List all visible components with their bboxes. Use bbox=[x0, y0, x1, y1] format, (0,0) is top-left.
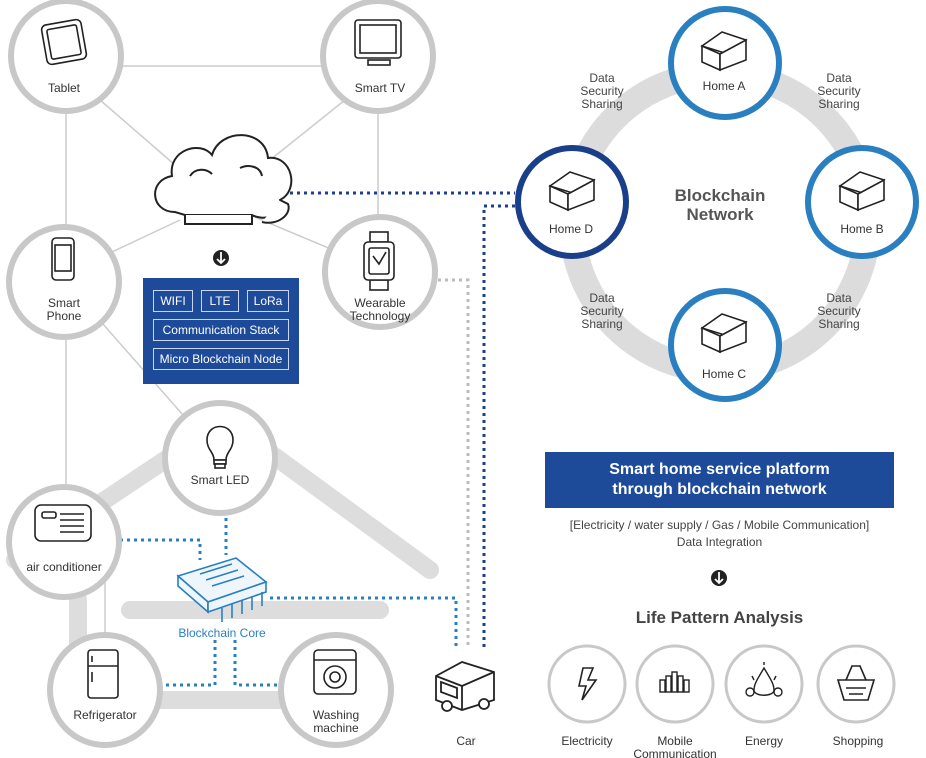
dotted-links bbox=[120, 191, 515, 687]
signal-bars-icon bbox=[659, 671, 690, 693]
house-icon bbox=[838, 171, 886, 212]
home-b-node: Home B bbox=[805, 145, 919, 259]
house-icon bbox=[548, 171, 596, 212]
refrigerator-icon bbox=[87, 649, 119, 699]
life-pattern-title: Life Pattern Analysis bbox=[635, 608, 804, 627]
lte-box: LTE bbox=[201, 290, 239, 312]
home-d-node: Home D bbox=[515, 145, 629, 259]
svg-text:Data: Data bbox=[589, 71, 615, 85]
svg-text:Security: Security bbox=[580, 304, 623, 318]
blockchain-core-icon bbox=[176, 557, 268, 622]
energy-icon bbox=[745, 662, 783, 697]
svg-text:Sharing: Sharing bbox=[818, 97, 859, 111]
electricity-node: Electricity bbox=[547, 644, 627, 748]
smart-tv-label: Smart TV bbox=[355, 81, 405, 95]
cloud-icon bbox=[154, 134, 293, 225]
tablet-label: Tablet bbox=[48, 81, 81, 95]
network-title-2: Network bbox=[686, 205, 754, 224]
wifi-box: WIFI bbox=[153, 290, 193, 312]
smart-tv-node: Smart TV bbox=[320, 0, 436, 114]
phone-icon bbox=[51, 237, 75, 281]
washing-machine-node: Washing machine bbox=[278, 632, 394, 748]
washing-machine-label-2: machine bbox=[313, 721, 359, 735]
banner-line-2: through blockchain network bbox=[612, 481, 827, 498]
home-b-label: Home B bbox=[840, 222, 883, 236]
communication-stack-panel: WIFI LTE LoRa Communication Stack Micro … bbox=[143, 278, 299, 384]
svg-text:Sharing: Sharing bbox=[581, 317, 622, 331]
home-c-node: Home C bbox=[668, 288, 782, 402]
platform-down-arrow-icon bbox=[711, 570, 727, 586]
refrigerator-node: Refrigerator bbox=[47, 632, 163, 748]
car-label: Car bbox=[456, 734, 475, 748]
data-integration: Data Integration bbox=[676, 535, 763, 549]
svg-text:Security: Security bbox=[817, 84, 860, 98]
house-icon bbox=[700, 313, 748, 354]
svg-text:Security: Security bbox=[817, 304, 860, 318]
smart-led-node: Smart LED bbox=[162, 400, 278, 516]
mobile-label-1: Mobile bbox=[657, 734, 693, 748]
link-label-top-right: Data Security Sharing bbox=[817, 71, 860, 111]
link-label-bottom-left: Data Security Sharing bbox=[580, 291, 623, 331]
home-d-label: Home D bbox=[549, 222, 593, 236]
refrigerator-label: Refrigerator bbox=[73, 708, 136, 722]
energy-node: Energy bbox=[724, 644, 804, 748]
wearable-label-1: Wearable bbox=[354, 296, 405, 310]
air-conditioner-icon bbox=[34, 504, 92, 542]
link-label-top-left: Data Security Sharing bbox=[580, 71, 623, 111]
communication-stack-box: Communication Stack bbox=[153, 319, 289, 341]
car-icon bbox=[435, 661, 495, 712]
tv-icon bbox=[354, 19, 402, 66]
energy-label: Energy bbox=[745, 734, 783, 748]
tablet-node: Tablet bbox=[8, 0, 124, 114]
down-arrow-icon bbox=[213, 250, 229, 266]
micro-blockchain-node-box: Micro Blockchain Node bbox=[153, 348, 289, 370]
wearable-label-2: Technology bbox=[350, 309, 411, 323]
tablet-icon bbox=[40, 18, 88, 66]
house-icon bbox=[700, 31, 748, 72]
banner-line-1: Smart home service platform bbox=[609, 461, 830, 478]
svg-text:Data: Data bbox=[826, 291, 852, 305]
svg-text:Data: Data bbox=[589, 291, 615, 305]
home-c-label: Home C bbox=[702, 367, 746, 381]
lora-box: LoRa bbox=[247, 290, 289, 312]
data-sources: [Electricity / water supply / Gas / Mobi… bbox=[569, 518, 870, 532]
electricity-label: Electricity bbox=[561, 734, 612, 748]
smart-led-label: Smart LED bbox=[191, 473, 250, 487]
home-a-node: Home A bbox=[668, 6, 782, 120]
platform-banner: Smart home service platform through bloc… bbox=[545, 452, 894, 508]
air-conditioner-node: air conditioner bbox=[6, 484, 122, 600]
shopping-node: Shopping bbox=[816, 644, 896, 748]
bulb-icon bbox=[206, 425, 234, 469]
basket-icon bbox=[836, 665, 876, 701]
blockchain-core-label: Blockchain Core bbox=[178, 626, 266, 640]
watch-icon bbox=[363, 231, 395, 291]
smart-phone-node: Smart Phone bbox=[6, 224, 122, 340]
mobile-label-2: Communication bbox=[633, 747, 716, 758]
wearable-node: Wearable Technology bbox=[322, 214, 438, 330]
svg-text:Sharing: Sharing bbox=[581, 97, 622, 111]
shopping-label: Shopping bbox=[833, 734, 884, 748]
link-label-bottom-right: Data Security Sharing bbox=[817, 291, 860, 331]
network-title-1: Blockchain bbox=[675, 186, 766, 205]
svg-text:Sharing: Sharing bbox=[818, 317, 859, 331]
smart-phone-label-2: Phone bbox=[47, 309, 82, 323]
lightning-icon bbox=[578, 667, 598, 701]
svg-text:Security: Security bbox=[580, 84, 623, 98]
home-a-label: Home A bbox=[703, 79, 746, 93]
smart-phone-label-1: Smart bbox=[48, 296, 81, 310]
washing-machine-icon bbox=[313, 649, 357, 695]
svg-text:Data: Data bbox=[826, 71, 852, 85]
air-conditioner-label: air conditioner bbox=[26, 560, 101, 574]
mobile-node: Mobile Communication bbox=[633, 644, 717, 758]
washing-machine-label-1: Washing bbox=[313, 708, 359, 722]
